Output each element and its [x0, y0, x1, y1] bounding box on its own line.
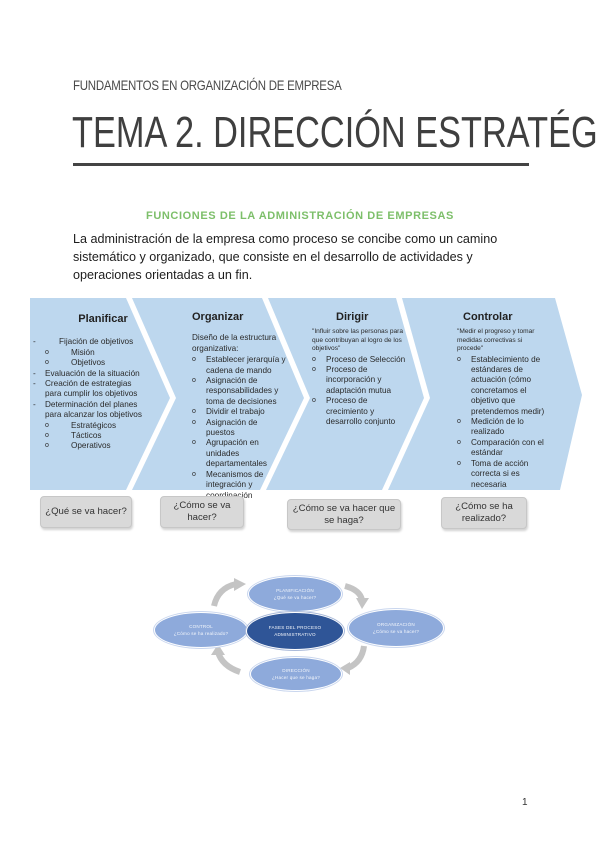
question-box-organizar: ¿Cómo se va hacer? — [160, 496, 244, 528]
list-item: Establecimiento de estándares de actuaci… — [457, 355, 545, 417]
intro-paragraph: La administración de la empresa como pro… — [73, 232, 498, 282]
document-subtitle: FUNDAMENTOS EN ORGANIZACIÓN DE EMPRESA — [73, 77, 342, 93]
column-controlar: Controlar "Medir el progreso y tomar med… — [457, 311, 545, 490]
column-intro: Diseño de la estructura organizativa: — [192, 333, 277, 353]
list-item: Mecanismos de integración y coordinación — [192, 470, 287, 501]
arrowhead-icon — [356, 598, 369, 609]
list-item: Toma de acción correcta si es necesaria — [457, 459, 545, 490]
column-planificar: Planificar Fijación de objetivos Misión … — [33, 313, 163, 452]
cycle-center-subtitle: ADMINISTRATIVO — [274, 632, 316, 637]
list-item: Objetivos — [33, 358, 163, 369]
section-heading: FUNCIONES DE LA ADMINISTRACIÓN DE EMPRES… — [146, 210, 454, 222]
list-item: Evaluación de la situación — [33, 369, 163, 380]
column-dirigir: Dirigir "Influir sobre las personas para… — [312, 311, 408, 427]
column-title: Organizar — [192, 311, 244, 323]
list-item: Comparación con el estándar — [457, 438, 545, 459]
list-item: Establecer jerarquía y cadena de mando — [192, 355, 287, 376]
arrow-control-to-planificacion-icon — [211, 581, 237, 607]
list-item: Fijación de objetivos — [33, 337, 163, 348]
page-title: TEMA 2. DIRECCIÓN ESTRATÉGICA — [72, 108, 600, 157]
list-item-continued: para alcanzar los objetivos — [45, 410, 142, 420]
question-box-dirigir: ¿Cómo se va hacer que se haga? — [287, 499, 401, 530]
list-item: Creación de estrategias — [33, 379, 163, 390]
arrowhead-icon — [340, 662, 350, 675]
list-item: Medición de lo realizado — [457, 417, 545, 438]
column-quote: "Influir sobre las personas para que con… — [312, 328, 404, 353]
cycle-node-question: ¿Cómo se va hacer? — [372, 629, 420, 634]
question-box-controlar: ¿Cómo se ha realizado? — [441, 497, 527, 529]
list-item: Proceso de Selección — [312, 355, 408, 366]
list-item: Proceso de incorporación y adaptación mu… — [312, 365, 408, 396]
title-divider — [73, 163, 529, 166]
cycle-node-center: FASES DEL PROCESO ADMINISTRATIVO — [246, 612, 344, 650]
cycle-node-control: CONTROL ¿Cómo se ha realizado? — [154, 612, 248, 648]
cycle-node-title: CONTROL — [189, 624, 213, 629]
list-item: Proceso de crecimiento y desarrollo conj… — [312, 396, 408, 427]
list-item: Determinación del planes — [33, 400, 163, 411]
column-title: Dirigir — [336, 311, 369, 323]
arrowhead-icon — [234, 578, 246, 591]
cycle-node-title: PLANIFICACIÓN — [276, 588, 314, 593]
list-item-continued: para cumplir los objetivos — [45, 389, 138, 399]
list-item: Misión — [33, 348, 163, 359]
list-item: Operativos — [33, 441, 163, 452]
cycle-node-question: ¿Qué se va hacer? — [273, 595, 317, 600]
cycle-node-planificacion: PLANIFICACIÓN ¿Qué se va hacer? — [248, 576, 342, 612]
cycle-center-title: FASES DEL PROCESO — [268, 625, 322, 630]
column-quote: "Medir el progreso y tomar medidas corre… — [457, 328, 535, 353]
cycle-node-question: ¿Hacer que se haga? — [272, 675, 320, 680]
arrow-organizacion-to-direccion-icon — [346, 645, 367, 671]
column-organizar: Organizar Diseño de la estructura organi… — [192, 311, 287, 501]
list-item: Asignación de responsabilidades y toma d… — [192, 376, 287, 407]
arrow-planificacion-to-organizacion-icon — [344, 583, 365, 601]
arrowhead-icon — [211, 644, 225, 655]
cycle-node-question: ¿Cómo se ha realizado? — [173, 631, 229, 636]
list-item: Dividir el trabajo — [192, 407, 287, 418]
list-item: Estratégicos — [33, 421, 163, 432]
column-title: Planificar — [78, 313, 128, 325]
page-number: 1 — [522, 797, 528, 808]
column-title: Controlar — [463, 311, 513, 323]
cycle-node-title: ORGANIZACIÓN — [377, 622, 415, 627]
cycle-node-direccion: DIRECCIÓN ¿Hacer que se haga? — [250, 657, 342, 691]
question-box-planificar: ¿Qué se va hacer? — [40, 496, 132, 528]
list-item: Tácticos — [33, 431, 163, 442]
list-item: Agrupación en unidades departamentales — [192, 438, 287, 469]
cycle-node-title: DIRECCIÓN — [282, 668, 310, 673]
list-item: Asignación de puestos — [192, 418, 287, 439]
cycle-node-organizacion: ORGANIZACIÓN ¿Cómo se va hacer? — [348, 609, 444, 647]
